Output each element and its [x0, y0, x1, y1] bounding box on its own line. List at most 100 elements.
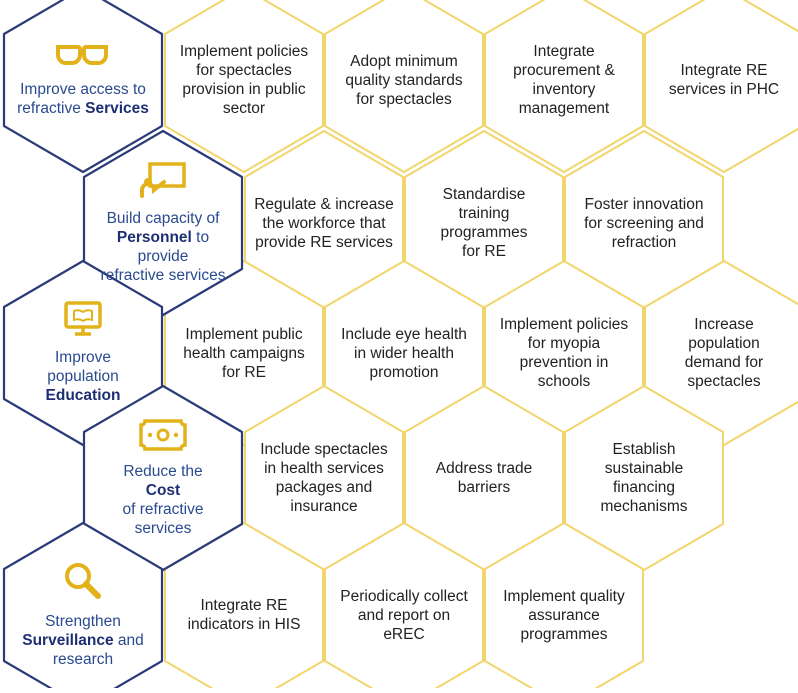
action-hexagon — [324, 522, 484, 688]
action-line: for spectacles — [356, 90, 452, 108]
strategy-label-line: Cost — [123, 481, 204, 500]
action-line: packages and — [275, 479, 373, 496]
strategy-text-segment: and — [113, 632, 144, 649]
action-line: mechanisms — [600, 498, 688, 515]
action-line: Foster innovation — [584, 195, 704, 213]
action-line: services in PHC — [668, 81, 780, 98]
monitor-book-icon — [63, 301, 103, 342]
action-line: Establish — [612, 441, 676, 458]
strategy-keyword: Education — [45, 387, 121, 404]
strategy-text-segment: Strengthen — [45, 613, 121, 630]
strategy-text-segment: Reduce the — [123, 462, 203, 480]
action-line: for RE — [462, 243, 506, 260]
strategy-text-segment: Improve access to — [20, 80, 146, 98]
action-line: for RE — [222, 363, 266, 381]
action-line: management — [518, 100, 610, 117]
action-line: spectacles — [687, 373, 761, 390]
strategy-label-line: refractive services — [101, 266, 226, 285]
action-line: for screening and — [584, 214, 704, 232]
action-line: prevention in — [519, 354, 609, 371]
action-line: insurance — [290, 498, 358, 515]
magnifier-icon — [63, 561, 103, 606]
strategy-text-segment: refractive services — [100, 266, 226, 284]
strategy-text-segment: Improve — [54, 349, 111, 366]
strategy-label-line: of refractive — [123, 500, 204, 519]
action-line: for myopia — [527, 335, 601, 352]
strategy-text-segment: provide — [137, 247, 189, 265]
action-hexagon — [484, 522, 644, 688]
action-hexagon — [644, 0, 798, 173]
strategy-text-segment: population — [47, 368, 119, 385]
action-hexagon — [484, 0, 644, 173]
action-line: for spectacles — [196, 62, 292, 79]
action-line: training — [458, 205, 510, 222]
strategy-label-line: research — [22, 650, 144, 669]
action-line: Periodically collect — [340, 587, 468, 605]
strategy-keyword: Services — [85, 99, 149, 117]
strategy-text-segment: Build capacity of — [106, 209, 220, 227]
strategy-keyword: Personnel — [116, 228, 192, 246]
action-line: programmes — [440, 224, 528, 241]
strategy-label-line: Reduce the — [123, 462, 204, 481]
action-line: in health services — [264, 460, 384, 477]
action-line: refraction — [611, 233, 677, 251]
action-text: Integrate RE services in PHC — [669, 61, 779, 99]
strategy-hexagon-surveillance — [2, 521, 164, 688]
action-line: barriers — [457, 479, 511, 496]
action-line: Implement quality — [503, 587, 625, 605]
action-line: Implement policies — [499, 316, 629, 333]
action-line: programmes — [520, 625, 608, 643]
action-line: Implement public — [185, 325, 303, 343]
action-line: Adopt minimum — [350, 52, 458, 70]
action-hexagon — [324, 0, 484, 173]
action-line: Regulate & increase — [254, 195, 394, 213]
action-line: inventory — [532, 81, 596, 98]
strategy-text-segment: research — [52, 651, 114, 668]
strategy-label-line: Strengthen — [22, 612, 144, 631]
strategy-label-line: Improve access to — [17, 80, 149, 99]
action-line: Integrate — [533, 43, 595, 60]
action-line: provide RE services — [255, 233, 393, 251]
action-line: Integrate RE — [200, 597, 288, 614]
strategy-label-line: refractive Services — [17, 99, 149, 118]
action-line: Integrate RE — [680, 62, 768, 79]
strategy-label-line: Build capacity of — [101, 209, 226, 228]
action-line: Increase — [694, 316, 754, 333]
action-line: eREC — [383, 625, 425, 643]
action-line: promotion — [369, 363, 439, 381]
strategy-text-segment: to — [191, 228, 210, 246]
action-line: the workforce that — [262, 214, 386, 232]
strategy-hexagon-services — [2, 0, 164, 174]
action-label: Implement policies for myopia prevention i… — [490, 298, 638, 408]
action-line: Include eye health — [341, 325, 467, 343]
action-line: schools — [537, 373, 591, 390]
strategy-label-line: Improve — [46, 348, 121, 367]
strategy-keyword: Surveillance — [22, 632, 114, 649]
action-line: health campaigns — [183, 344, 305, 362]
